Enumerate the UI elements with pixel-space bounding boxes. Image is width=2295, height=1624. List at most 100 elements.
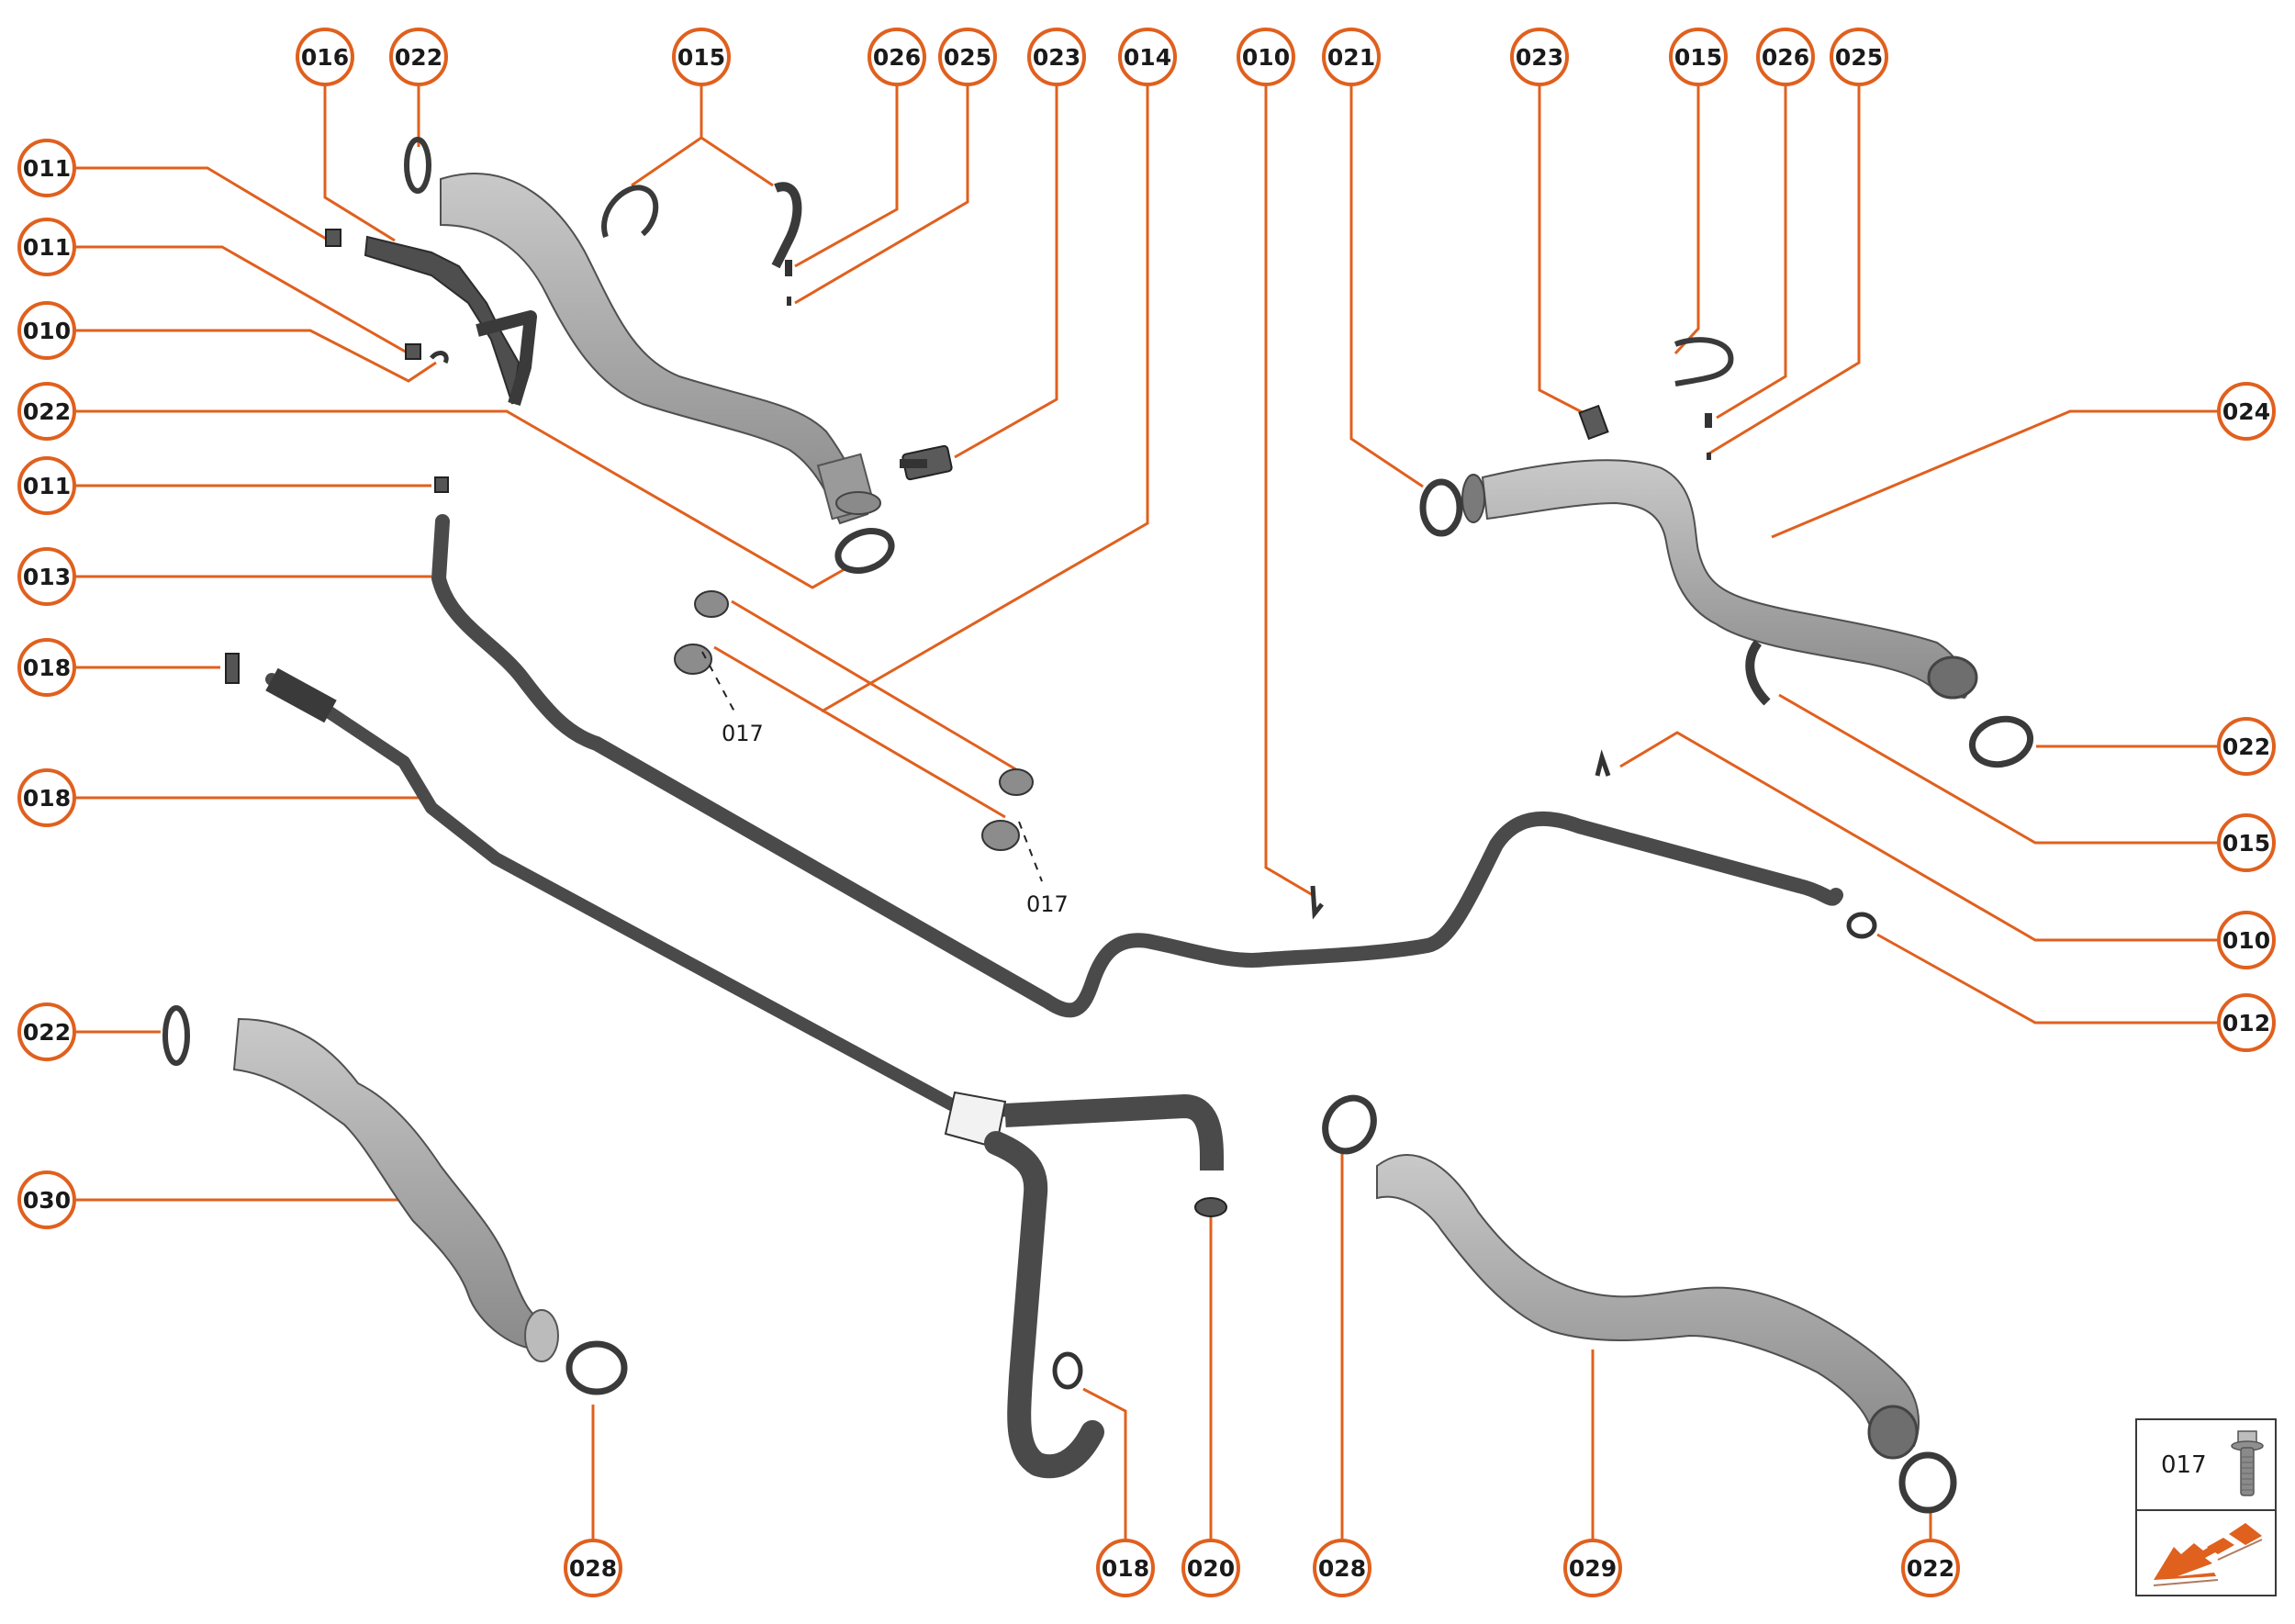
callout-number: 013 bbox=[23, 564, 71, 590]
callout-circle bbox=[1322, 28, 1381, 86]
callout-right-024: 024 bbox=[2217, 382, 2276, 441]
callout-circle bbox=[17, 382, 76, 441]
callout-right-022: 022 bbox=[2217, 717, 2276, 776]
callout-circle bbox=[2217, 717, 2276, 776]
parts-illustration bbox=[162, 137, 2034, 1514]
callout-top-023: 023 bbox=[1027, 28, 1086, 86]
clip-015-a bbox=[601, 185, 659, 239]
callout-number: 018 bbox=[23, 655, 71, 681]
label-017-a: 017 bbox=[722, 721, 764, 746]
callout-circle bbox=[17, 139, 76, 197]
callout-circle bbox=[17, 301, 76, 360]
callout-number: 022 bbox=[23, 1019, 71, 1046]
callout-circle bbox=[1096, 1539, 1155, 1597]
callout-bottom-022: 022 bbox=[1901, 1539, 1960, 1597]
callout-top-016: 016 bbox=[296, 28, 354, 86]
callout-circle bbox=[17, 1002, 76, 1061]
callout-circle bbox=[2217, 993, 2276, 1052]
callout-right-012: 012 bbox=[2217, 993, 2276, 1052]
hose-branch-right bbox=[1004, 1093, 1224, 1170]
callout-bottom-029: 029 bbox=[1563, 1539, 1622, 1597]
callout-bottom-018: 018 bbox=[1096, 1539, 1155, 1597]
callout-left-030: 030 bbox=[17, 1170, 76, 1229]
legend-part-code: 017 bbox=[2161, 1451, 2207, 1479]
callout-circle bbox=[389, 28, 448, 86]
callout-circle bbox=[564, 1539, 622, 1597]
bolt-icon bbox=[2231, 1430, 2264, 1496]
callout-top-023: 023 bbox=[1510, 28, 1569, 86]
callout-number: 024 bbox=[2222, 398, 2270, 425]
fastener-026 bbox=[785, 260, 792, 276]
callout-circle bbox=[1237, 28, 1295, 86]
clamp-028-right bbox=[1322, 1094, 1377, 1155]
callout-circle bbox=[938, 28, 997, 86]
callout-top-021: 021 bbox=[1322, 28, 1381, 86]
clip-011-b bbox=[405, 343, 421, 360]
callout-circle bbox=[868, 28, 926, 86]
callout-top-026: 026 bbox=[868, 28, 926, 86]
callout-number: 028 bbox=[569, 1555, 617, 1582]
callout-number: 022 bbox=[395, 44, 442, 71]
callout-number: 025 bbox=[944, 44, 991, 71]
callout-top-025: 025 bbox=[938, 28, 997, 86]
callout-number: 023 bbox=[1033, 44, 1080, 71]
legend-box: 017 bbox=[2135, 1418, 2277, 1596]
callout-circle bbox=[1118, 28, 1177, 86]
callout-circle bbox=[1563, 1539, 1622, 1597]
hose-branch-down bbox=[984, 1131, 1104, 1479]
clamp-021 bbox=[1419, 478, 1463, 537]
callout-top-015: 015 bbox=[672, 28, 731, 86]
callout-number: 014 bbox=[1124, 44, 1171, 71]
clamp-020 bbox=[1194, 1197, 1227, 1217]
callout-circle bbox=[1510, 28, 1569, 86]
clamp-022-right bbox=[1968, 715, 2034, 768]
hose-upper-large bbox=[440, 173, 881, 525]
callout-circle bbox=[2217, 382, 2276, 441]
leader-lines bbox=[74, 84, 2219, 1540]
clamp-012 bbox=[1846, 912, 1877, 939]
callout-circle bbox=[1756, 28, 1815, 86]
callout-top-025: 025 bbox=[1830, 28, 1888, 86]
callout-number: 012 bbox=[2222, 1010, 2270, 1036]
callout-number: 016 bbox=[301, 44, 349, 71]
hose-016 bbox=[364, 235, 537, 407]
clamp-018-bottom bbox=[1052, 1351, 1083, 1390]
hose-018-start bbox=[265, 667, 337, 723]
callout-number: 022 bbox=[2222, 734, 2270, 760]
callout-circle bbox=[17, 638, 76, 697]
callout-number: 018 bbox=[1102, 1555, 1149, 1582]
clip-018 bbox=[225, 653, 240, 684]
hose-029 bbox=[1376, 1154, 1920, 1460]
callout-number: 015 bbox=[2222, 830, 2270, 857]
callout-top-010: 010 bbox=[1237, 28, 1295, 86]
callout-bottom-020: 020 bbox=[1181, 1539, 1240, 1597]
clip-011-a bbox=[325, 229, 341, 247]
callout-top-026: 026 bbox=[1756, 28, 1815, 86]
hose-024 bbox=[1461, 459, 1978, 700]
callout-left-013: 013 bbox=[17, 547, 76, 606]
callout-left-018: 018 bbox=[17, 638, 76, 697]
callout-circle bbox=[17, 218, 76, 276]
callout-left-022: 022 bbox=[17, 1002, 76, 1061]
callouts: 016 022 015 026 025 023 014 010 021 023 015 026 025 0… bbox=[17, 28, 2276, 1597]
callout-circle bbox=[17, 1170, 76, 1229]
callout-number: 011 bbox=[23, 234, 71, 261]
callout-number: 022 bbox=[1907, 1555, 1954, 1582]
callout-number: 030 bbox=[23, 1187, 71, 1214]
clip-010-mid bbox=[1310, 885, 1324, 920]
callout-number: 020 bbox=[1187, 1555, 1235, 1582]
callout-number: 010 bbox=[23, 318, 71, 344]
callout-right-010: 010 bbox=[2217, 911, 2276, 969]
callout-number: 015 bbox=[677, 44, 725, 71]
callout-bottom-028: 028 bbox=[564, 1539, 622, 1597]
label-017-b: 017 bbox=[1026, 891, 1069, 917]
fastener-026-right bbox=[1705, 413, 1712, 428]
clamp-022-lowerleft bbox=[162, 1005, 190, 1066]
callout-circle bbox=[17, 456, 76, 515]
clip-015-lower bbox=[1745, 640, 1771, 706]
callout-right-015: 015 bbox=[2217, 813, 2276, 872]
callout-circle bbox=[1669, 28, 1728, 86]
callout-left-010: 010 bbox=[17, 301, 76, 360]
callout-number: 018 bbox=[23, 785, 71, 812]
clip-015-right bbox=[1674, 337, 1734, 386]
